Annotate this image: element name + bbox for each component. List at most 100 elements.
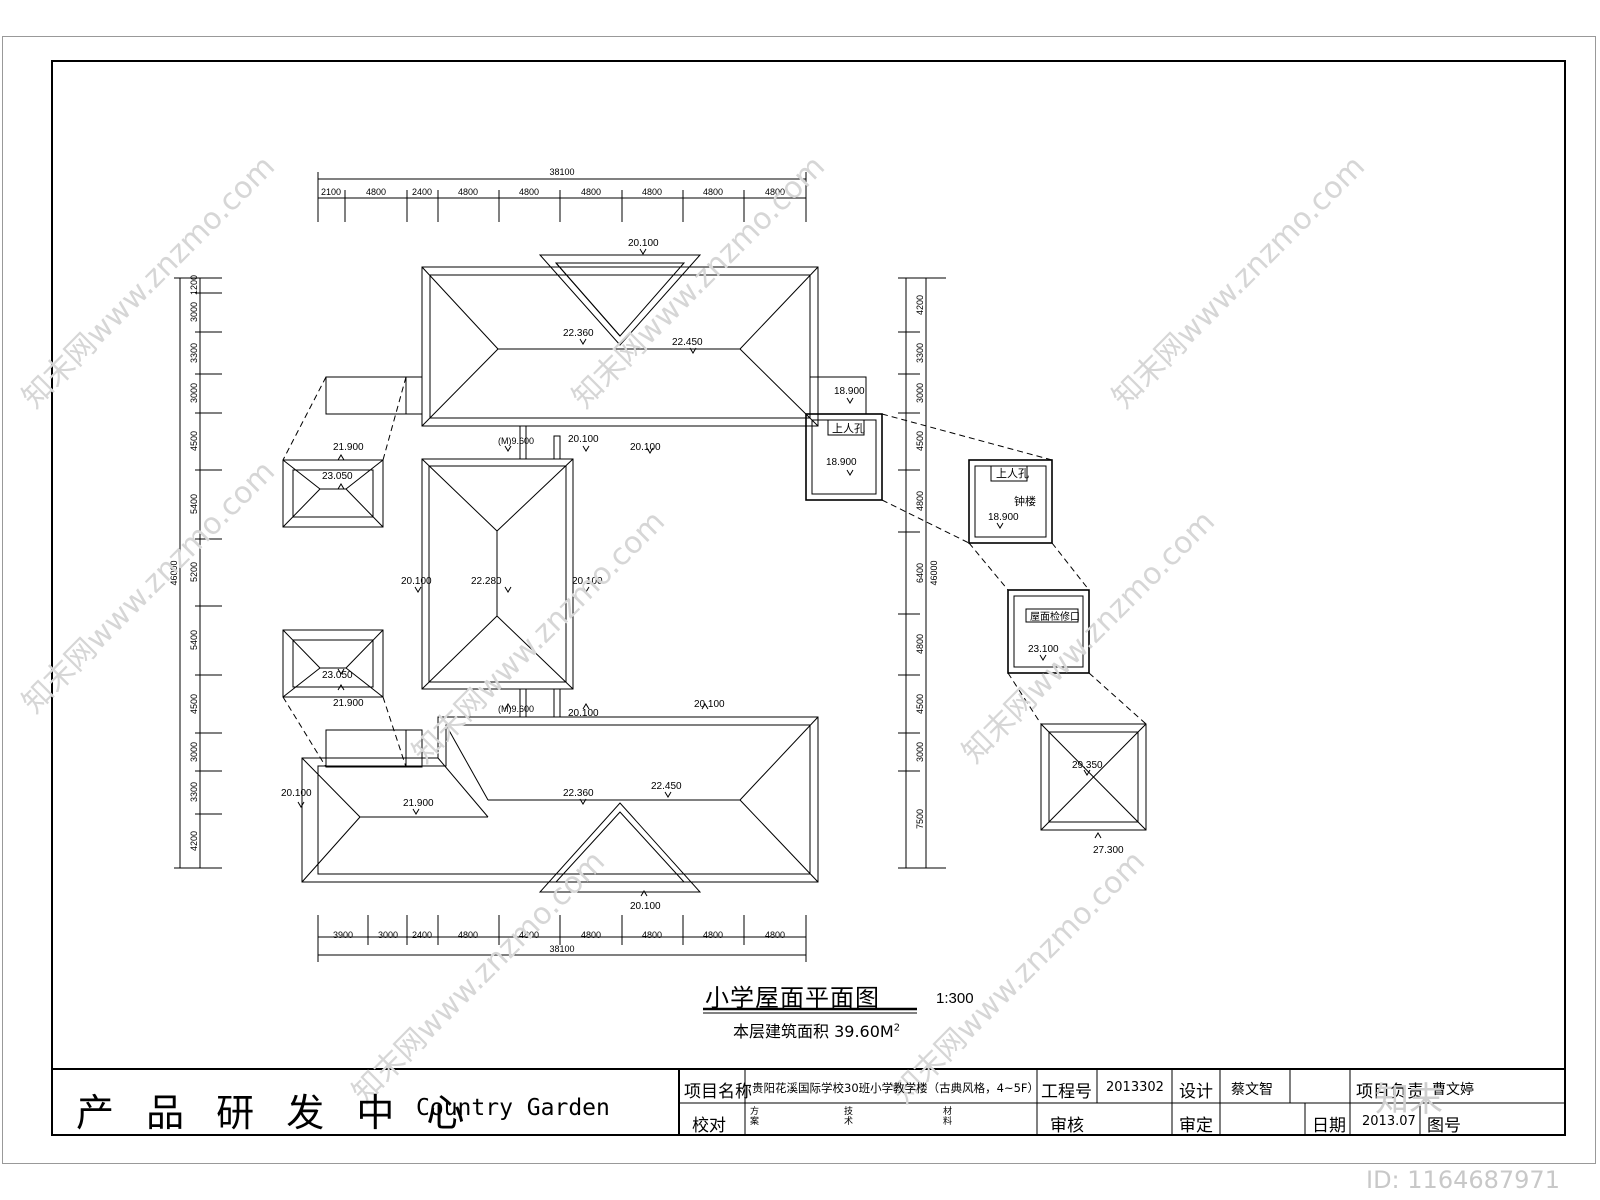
left-pavilions xyxy=(282,376,423,768)
elev-mid-center: 22.280 xyxy=(471,576,502,587)
dim-segment-label: 6400 xyxy=(915,563,925,583)
elev-hatch: 18.900 xyxy=(826,457,857,468)
dim-bottom-total: 38100 xyxy=(549,944,574,954)
right-corridor xyxy=(805,376,883,501)
elev-bottom-ridge-a: 21.900 xyxy=(403,798,434,809)
project-name: 贵阳花溪国际学校30班小学教学楼（古典风格，4~5F） xyxy=(752,1081,1040,1095)
spire-roof-plan xyxy=(1040,723,1147,831)
dim-segment-label: 5400 xyxy=(189,494,199,514)
dim-segment-label: 2400 xyxy=(412,930,432,940)
dim-segment-label: 4800 xyxy=(581,930,601,940)
left-detail-leaders xyxy=(282,376,407,768)
elev-top-ridge-a: 20.100 xyxy=(628,238,659,249)
dim-segment-label: 2100 xyxy=(321,187,341,197)
outer-border xyxy=(2,36,1596,1164)
project-no-label: 工程号 xyxy=(1041,1082,1092,1102)
elev-bottom-ridge-b: 22.360 xyxy=(563,788,594,799)
elev-pav-upper-a: 21.900 xyxy=(333,442,364,453)
elev-inspection: 23.100 xyxy=(1028,644,1059,655)
area-label: 本层建筑面积 xyxy=(733,1022,830,1041)
date-value: 2013.07 xyxy=(1362,1114,1416,1129)
tech-label: 技术 xyxy=(844,1107,854,1127)
elev-mid-left: 20.100 xyxy=(401,576,432,587)
dim-bottom-segments: 3900 3000 2400 4800 4800 4800 4800 4800 4800 xyxy=(333,930,785,940)
elev-bottom-top: 20.100 xyxy=(694,699,725,710)
area-value: 39.60M xyxy=(834,1022,894,1041)
dim-segment-label: 4200 xyxy=(189,831,199,851)
dim-segment-label: 3000 xyxy=(915,742,925,762)
inspection-level-plan xyxy=(1007,589,1090,674)
dim-segment-label: 3900 xyxy=(333,930,353,940)
dim-segment-label: 4800 xyxy=(915,491,925,511)
elev-mid-bottom-b: 20.100 xyxy=(568,708,599,719)
dim-segment-label: 4800 xyxy=(458,930,478,940)
design-label: 设计 xyxy=(1179,1082,1213,1102)
elev-pav-lower-a: 23.050 xyxy=(322,670,353,681)
elev-corridor-right: 18.900 xyxy=(834,386,865,397)
right-dimension-chain xyxy=(898,277,946,869)
dim-segment-label: 3000 xyxy=(189,302,199,322)
dim-segment-label: 4800 xyxy=(915,634,925,654)
top-wing-roof xyxy=(421,254,819,427)
middle-wing-roof xyxy=(421,425,574,718)
dim-segment-label: 4800 xyxy=(581,187,601,197)
designer: 蔡文智 xyxy=(1231,1082,1273,1098)
elev-mid-top-b: 20.100 xyxy=(568,434,599,445)
dim-segment-label: 4800 xyxy=(519,187,539,197)
approve-label: 审定 xyxy=(1179,1116,1213,1136)
dim-segment-label: 3000 xyxy=(915,383,925,403)
dim-segment-label: 4500 xyxy=(189,431,199,451)
dim-segment-label: 3300 xyxy=(915,343,925,363)
dim-segment-label: 4800 xyxy=(642,930,662,940)
lead-name: 曹文婷 xyxy=(1432,1082,1474,1098)
area-line: 本层建筑面积 39.60M2 xyxy=(733,1018,900,1042)
dim-segment-label: 7500 xyxy=(915,809,925,829)
dim-segment-label: 4800 xyxy=(765,187,785,197)
elev-spire-base: 27.300 xyxy=(1093,845,1124,856)
inspection-label: 屋面检修口 xyxy=(1030,610,1080,623)
dim-left-segments: 1200300033003000450054005200540045003000… xyxy=(189,275,199,851)
dim-segment-label: 4500 xyxy=(915,694,925,714)
elev-pav-lower-b: 21.900 xyxy=(333,698,364,709)
check-label: 校对 xyxy=(692,1116,726,1136)
elev-mid-top-a: (M)9.600 xyxy=(498,436,534,446)
elev-mid-top-c: 20.100 xyxy=(630,442,661,453)
dim-top-total: 38100 xyxy=(549,167,574,177)
brand-english: Country Garden xyxy=(416,1095,610,1121)
brand-name: 产 品 研 发 中 心 xyxy=(76,1091,475,1135)
bell-tower-label: 钟楼 xyxy=(1014,494,1036,508)
review-label: 审核 xyxy=(1050,1116,1084,1136)
hatch-label: 上人孔 xyxy=(832,422,865,435)
elev-mid-right: 20.100 xyxy=(572,576,603,587)
drawing-frame xyxy=(51,60,1566,1136)
dim-segment-label: 5400 xyxy=(189,630,199,650)
elevation-markers xyxy=(297,248,1102,897)
dim-segment-label: 3000 xyxy=(378,930,398,940)
dim-segment-label: 1200 xyxy=(189,275,199,295)
elev-bottom-below: 20.100 xyxy=(630,901,661,912)
dim-segment-label: 2400 xyxy=(412,187,432,197)
dim-segment-label: 3300 xyxy=(189,343,199,363)
elev-bottom-ridge-c: 22.450 xyxy=(651,781,682,792)
dim-segment-label: 4500 xyxy=(915,431,925,451)
elev-top-ridge-c: 22.450 xyxy=(672,337,703,348)
dim-segment-label: 4800 xyxy=(765,930,785,940)
material-label: 材料 xyxy=(943,1107,953,1127)
elev-pav-upper-b: 23.050 xyxy=(322,471,353,482)
bell-hatch-label: 上人孔 xyxy=(996,467,1029,480)
dim-segment-label: 4800 xyxy=(519,930,539,940)
dim-segment-label: 4800 xyxy=(642,187,662,197)
drawing-title: 小学屋面平面图 xyxy=(705,984,880,1012)
area-unit-sup: 2 xyxy=(893,1022,901,1034)
sheet-label: 图号 xyxy=(1427,1116,1461,1136)
elev-bottom-left: 20.100 xyxy=(281,788,312,799)
title-block-grid xyxy=(51,1068,1566,1136)
dim-segment-label: 4800 xyxy=(703,930,723,940)
scheme-label: 方案 xyxy=(750,1107,760,1127)
watermark-id: ID: 1164687971 xyxy=(1366,1166,1560,1194)
elev-bell: 18.900 xyxy=(988,512,1019,523)
bottom-wing-roof xyxy=(301,716,819,893)
dim-segment-label: 4200 xyxy=(915,295,925,315)
